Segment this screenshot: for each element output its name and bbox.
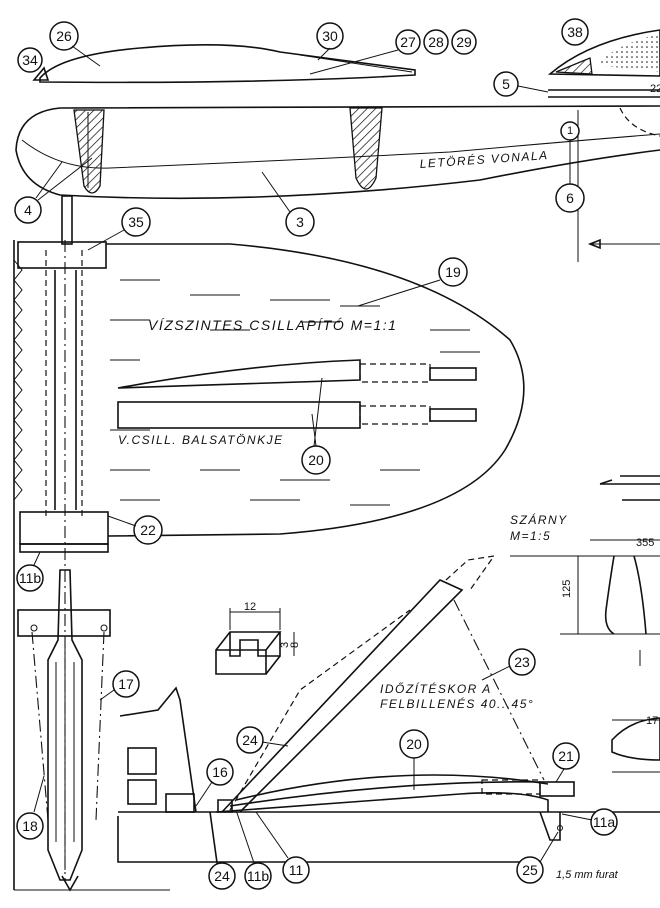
svg-text:21: 21 <box>558 748 574 764</box>
label-18: 18 <box>16 775 45 840</box>
stabilizer-mount-block <box>17 241 107 269</box>
wing-title: SZÁRNY <box>510 512 568 527</box>
svg-text:1: 1 <box>567 125 573 137</box>
balsa-block-profile <box>117 359 477 389</box>
fuselage-profile <box>15 105 660 200</box>
timer-fuse-tube <box>17 569 111 892</box>
timing-note-line-2: FELBILLENÉS 40...45° <box>380 696 534 711</box>
label-5: 5 <box>493 71 549 97</box>
label-27-28-29: 27 28 29 <box>309 29 477 75</box>
svg-text:19: 19 <box>445 264 461 280</box>
svg-text:3: 3 <box>296 214 304 230</box>
svg-text:16: 16 <box>212 764 228 780</box>
svg-text:17: 17 <box>118 676 134 692</box>
svg-text:11b: 11b <box>19 570 42 586</box>
label-19: 19 <box>357 257 468 307</box>
svg-text:11a: 11a <box>593 814 616 830</box>
svg-text:26: 26 <box>56 28 72 44</box>
label-3: 3 <box>261 171 315 237</box>
top-airfoil <box>32 44 416 84</box>
horizontal-stabilizer <box>106 243 525 537</box>
label-35: 35 <box>87 207 151 251</box>
svg-text:18: 18 <box>22 818 38 834</box>
lower-mount-block <box>19 511 109 553</box>
dim-125: 125 <box>561 580 573 598</box>
svg-text:34: 34 <box>22 52 38 68</box>
label-23: 23 <box>481 648 536 681</box>
hole-note: 1,5 mm furat <box>556 869 619 881</box>
svg-text:20: 20 <box>308 452 324 468</box>
svg-text:20: 20 <box>406 736 422 752</box>
label-11a: 11a <box>561 808 618 836</box>
svg-text:22: 22 <box>650 83 660 95</box>
svg-text:25: 25 <box>522 862 538 878</box>
svg-text:35: 35 <box>128 214 144 230</box>
svg-text:27: 27 <box>400 34 416 50</box>
svg-text:38: 38 <box>567 24 583 40</box>
balsa-block-plan <box>117 401 477 429</box>
label-24-top: 24 <box>236 726 289 754</box>
label-20-bottom: 20 <box>399 729 429 790</box>
label-17: 17 <box>99 670 140 701</box>
wing-partial-view <box>510 475 660 773</box>
svg-text:30: 30 <box>322 28 338 44</box>
label-11b-bottom: 11b <box>235 809 272 890</box>
fuselage-lower-section <box>117 686 660 871</box>
label-26: 26 <box>49 21 101 67</box>
svg-text:24: 24 <box>242 732 258 748</box>
u-channel-bracket: 12 8 3 <box>215 601 301 675</box>
dim-17: 17 <box>646 715 658 727</box>
label-30: 30 <box>316 22 344 61</box>
label-1: 1 <box>560 121 580 184</box>
svg-text:5: 5 <box>502 76 510 92</box>
svg-text:6: 6 <box>566 190 574 206</box>
label-16: 16 <box>195 758 234 807</box>
label-11: 11 <box>255 811 310 884</box>
svg-text:28: 28 <box>428 34 444 50</box>
svg-text:3: 3 <box>279 642 291 648</box>
raised-stabilizer <box>221 555 545 813</box>
dim-355: 355 <box>636 537 654 549</box>
svg-text:11: 11 <box>289 862 304 878</box>
svg-text:8: 8 <box>289 642 301 648</box>
label-22: 22 <box>107 515 163 545</box>
svg-text:23: 23 <box>514 654 530 670</box>
label-24-bottom: 24 <box>208 862 236 890</box>
label-38: 38 <box>561 18 589 46</box>
svg-text:24: 24 <box>214 868 230 884</box>
timing-note-line-1: IDŐZÍTÉSKOR A <box>380 681 492 696</box>
label-25: 25 <box>516 831 559 884</box>
stabilizer-title: VÍZSZINTES CSILLAPÍTÓ M=1:1 <box>148 317 397 333</box>
label-34: 34 <box>17 47 43 73</box>
svg-text:4: 4 <box>24 202 32 218</box>
svg-text:29: 29 <box>456 34 472 50</box>
label-20-top: 20 <box>301 377 331 475</box>
svg-text:22: 22 <box>140 522 156 538</box>
wing-scale: M=1:5 <box>510 529 551 543</box>
label-11b-top: 11b <box>16 551 44 592</box>
balsa-block-note: V.CSILL. BALSATÖNKJE <box>118 433 284 447</box>
letores-note: LETÖRÉS VONALA <box>419 147 549 171</box>
top-right-profile: 22 <box>547 29 660 262</box>
svg-text:12: 12 <box>244 601 256 613</box>
label-4: 4 <box>14 157 93 224</box>
label-6: 6 <box>555 183 585 213</box>
svg-text:11b: 11b <box>247 868 270 884</box>
label-21: 21 <box>552 742 580 783</box>
